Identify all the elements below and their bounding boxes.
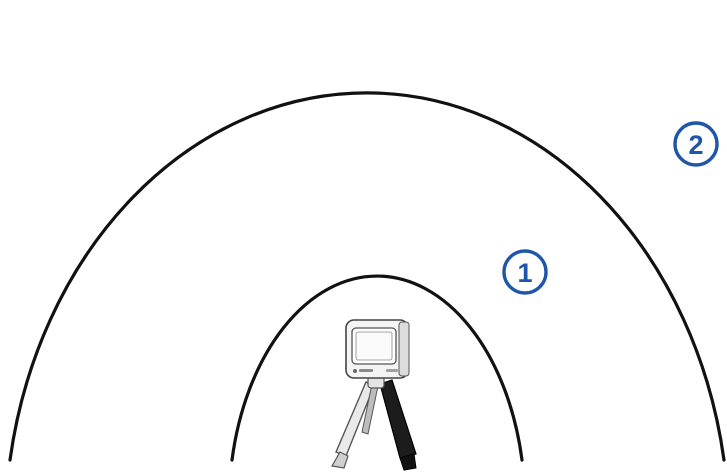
callout-1-label: 1 — [517, 258, 532, 288]
launch-monitor-on-tripod-icon — [332, 320, 416, 470]
callout-2: 2 — [675, 123, 717, 165]
launch-monitor-body — [346, 320, 409, 378]
callout-1: 1 — [504, 251, 546, 293]
tripod-legs — [332, 380, 416, 470]
callout-2-label: 2 — [688, 130, 703, 160]
